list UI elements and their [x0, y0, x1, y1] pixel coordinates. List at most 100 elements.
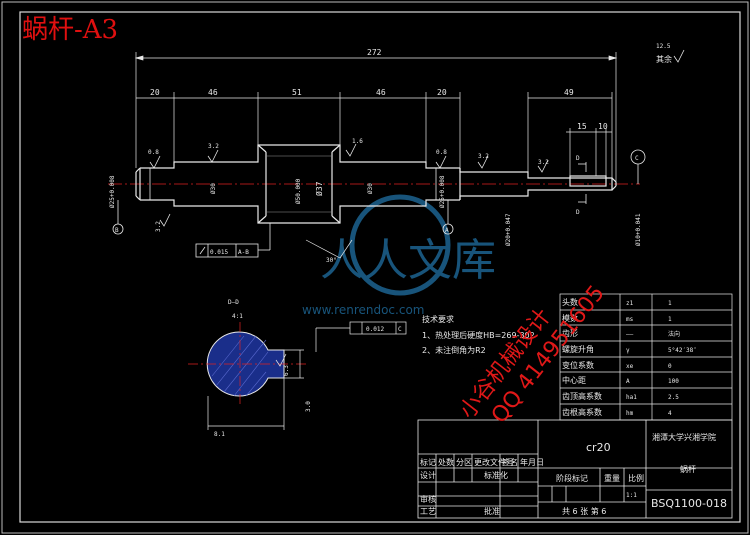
param-sym-7: hm	[626, 410, 634, 417]
dim-10: 10	[598, 122, 608, 131]
h-sign: 签名	[502, 457, 518, 467]
ra-0.8-a: 0.8	[148, 149, 159, 156]
ra-3.2-a: 3.2	[208, 143, 219, 150]
param-val-3: 5°42′38″	[668, 347, 697, 354]
runout-frame	[195, 223, 271, 258]
runout-value: 0.015	[210, 249, 228, 256]
param-sym-5: A	[626, 378, 630, 385]
param-val-2: 法向	[668, 330, 680, 338]
watermark-ring	[349, 194, 451, 296]
sheet-count: 共 6 张 第 6	[562, 506, 606, 516]
param-table	[559, 293, 733, 421]
h-stage: 阶段标记	[556, 473, 588, 483]
h-check: 审核	[420, 494, 436, 504]
h-mark: 标记	[420, 457, 436, 467]
notes-heading: 技术要求	[422, 314, 454, 324]
param-name-7: 齿根高系数	[562, 407, 602, 417]
param-val-4: 0	[668, 363, 672, 370]
inner-border	[19, 11, 741, 523]
param-name-0: 头数	[562, 297, 578, 307]
cut-d-top: D	[576, 155, 580, 162]
section-dims	[207, 321, 407, 430]
dia-25-right: Ø25+0.008	[439, 175, 446, 208]
dia-30-right: Ø30	[367, 183, 374, 194]
ra-3.2-b: 3.2	[478, 153, 489, 160]
h-approve: 批准	[484, 506, 500, 516]
ra-3.2-c: 3.2	[538, 159, 549, 166]
ra-3.2-d: 3.2	[155, 221, 162, 232]
dim-46-b: 46	[376, 88, 386, 97]
datum-b: B	[115, 227, 119, 234]
material: cr20	[586, 441, 611, 454]
param-sym-4: xe	[626, 363, 634, 370]
bearing-lines	[149, 168, 437, 200]
h-weight: 重量	[604, 473, 620, 483]
drawing-no: BSQ1100-018	[651, 497, 727, 510]
section-label: D—D	[228, 299, 239, 306]
param-val-6: 2.5	[668, 394, 679, 401]
ra-0.8-b: 0.8	[436, 149, 447, 156]
h-date: 年月日	[520, 457, 544, 467]
dia-10: Ø10+0.041	[635, 213, 642, 246]
worm-shaft	[135, 144, 617, 224]
dim-49: 49	[564, 88, 574, 97]
param-val-7: 4	[668, 410, 672, 417]
section-depth: 3.0	[305, 401, 312, 412]
section-scale: 4:1	[232, 313, 243, 320]
thread-angle	[305, 239, 353, 259]
ra-1.6: 1.6	[352, 138, 363, 145]
param-name-5: 中心距	[562, 375, 586, 385]
scale-value: 1:1	[626, 492, 637, 499]
dia-30-left: Ø30	[210, 183, 217, 194]
param-sym-2: ——	[626, 331, 634, 338]
param-val-1: 1	[668, 316, 672, 323]
h-zone: 分区	[456, 458, 472, 467]
dim-51: 51	[292, 88, 302, 97]
dim-overall	[134, 52, 618, 182]
h-doc: 更改文件号	[474, 457, 514, 467]
dim-keyway	[566, 128, 612, 176]
h-design: 设计	[420, 470, 436, 480]
school-name: 湘潭大学兴湘学院	[652, 432, 716, 442]
param-val-5: 100	[668, 378, 679, 385]
dim-46-a: 46	[208, 88, 218, 97]
section-width: 8.1	[214, 431, 225, 438]
dia-left: Ø25+0.008	[109, 175, 116, 208]
watermark-big-text: 人人文库	[320, 235, 496, 286]
ra-12.5: 12.5	[656, 43, 671, 50]
param-name-6: 齿顶高系数	[562, 391, 602, 401]
runout-ref: A-B	[238, 249, 249, 256]
thread-lines	[266, 155, 332, 213]
param-name-1: 模数	[562, 313, 578, 323]
h-proc: 工艺	[420, 507, 436, 516]
param-val-0: 1	[668, 300, 672, 307]
dia-50: Ø50.000	[295, 178, 302, 204]
ra-6.3: 6.3	[283, 365, 290, 376]
notes-line2: 2、未注倒角为R2	[422, 345, 486, 355]
h-std: 标准化	[484, 470, 508, 480]
param-sym-1: ms	[626, 316, 634, 323]
param-sym-6: ha1	[626, 394, 637, 401]
h-ratio: 比例	[628, 473, 644, 483]
part-name: 蜗杆	[680, 464, 696, 474]
sheet-title: 蜗杆-A3	[22, 15, 118, 45]
watermark-url: www.renrendoc.com	[302, 303, 424, 317]
datum-symbols	[112, 149, 646, 235]
datum-c: C	[635, 155, 639, 162]
h-count: 处数	[438, 457, 454, 467]
cut-d-bottom: D	[576, 209, 580, 216]
angle-30: 30°	[326, 257, 337, 264]
notes-line1: 1、热处理后硬度HB=269-302	[422, 330, 535, 340]
sym-tol: 0.012	[366, 326, 384, 333]
param-name-3: 螺旋升角	[562, 344, 594, 354]
dim-15: 15	[577, 122, 587, 131]
section-view	[188, 322, 306, 406]
param-sym-3: γ	[626, 347, 630, 354]
roughness-symbols	[149, 49, 685, 227]
dim-20-b: 20	[437, 88, 447, 97]
param-name-2: 齿形	[562, 329, 578, 338]
dim-20-a: 20	[150, 88, 160, 97]
